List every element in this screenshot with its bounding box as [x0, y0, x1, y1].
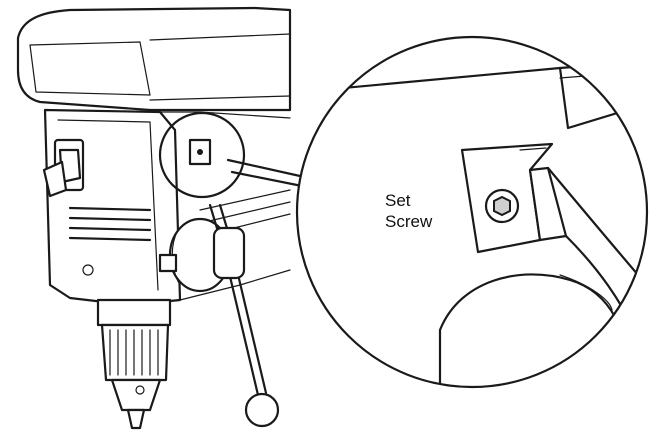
vent-slot-4: [68, 236, 152, 242]
feed-handle-grip: [212, 226, 246, 280]
feed-handle-lower-edge: [234, 264, 268, 395]
drill-press-head: [16, 6, 292, 307]
detail-right-edge: [546, 166, 647, 302]
detail-plate-shade: [519, 147, 547, 151]
chuck-nose: [110, 378, 162, 412]
leader-line-2: [230, 170, 304, 188]
set-screw-label-line1: Set: [385, 191, 411, 210]
body-side-top: [159, 111, 291, 119]
locator-circle: [158, 111, 246, 199]
chuck-collar: [96, 298, 172, 327]
vent-slot-1: [68, 206, 152, 212]
chuck-jaws: [126, 408, 146, 430]
vent-slot-3: [68, 226, 152, 232]
hex-socket-icon: [493, 195, 511, 217]
body-edge: [57, 119, 159, 291]
side-hatch-1: [199, 189, 291, 211]
chuck-key-hole: [135, 385, 145, 395]
detail-hub-rim: [559, 274, 613, 311]
feed-handle-lower: [226, 266, 260, 397]
cover-panel: [29, 41, 151, 96]
detail-view: Set Screw: [295, 35, 649, 389]
cover-seam: [149, 33, 291, 41]
leader-line-1: [226, 158, 302, 178]
set-screw-label-line2: Screw: [385, 212, 433, 231]
feed-handles: [208, 203, 280, 428]
power-switch-key: [42, 160, 68, 198]
vent-slot-2: [68, 216, 152, 222]
bolt-hole: [82, 264, 94, 276]
belt-cover: [16, 6, 292, 112]
feed-handle-knob: [244, 392, 280, 428]
side-hatch-2: [204, 201, 291, 223]
cover-lower-edge: [149, 95, 291, 101]
drill-chuck: [96, 298, 172, 430]
detail-circle-border: [295, 35, 649, 389]
hub-bracket: [158, 253, 178, 273]
set-screw-dot: [197, 149, 203, 155]
chuck-knurling: [109, 329, 159, 376]
